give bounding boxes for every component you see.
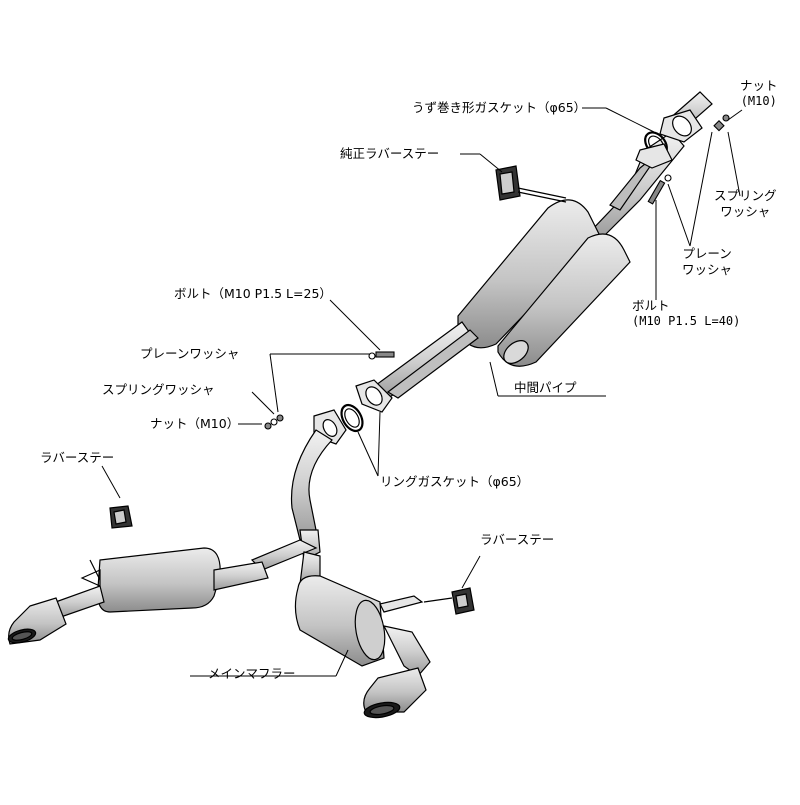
label-center-pipe: 中間パイプ: [514, 380, 577, 395]
leader-lines: [101, 107, 743, 677]
oem-rubber-stay: [495, 165, 567, 203]
right-muffler: [294, 575, 431, 719]
label-bolt-right: ボルト (M10 P1.5 L=40): [632, 298, 740, 329]
label-rubber-stay-right: ラバーステー: [480, 532, 555, 547]
label-plain-washer-right: プレーン ワッシャ: [682, 246, 732, 277]
label-bolt-right-line1: ボルト: [632, 298, 670, 313]
label-nut-top-line1: ナット: [740, 78, 778, 93]
label-main-muffler: メインマフラー: [208, 666, 296, 681]
label-spring-washer-right-line1: スプリング: [714, 188, 777, 203]
ring-gasket: [340, 403, 364, 433]
fasteners-right: [647, 114, 730, 205]
label-plain-washer-left: プレーンワッシャ: [140, 346, 240, 361]
rubber-stay-left: [109, 505, 133, 529]
rubber-stay-right: [423, 587, 475, 615]
left-muffler: [7, 547, 269, 645]
label-bolt-right-line2: (M10 P1.5 L=40): [632, 313, 741, 328]
top-flange: [635, 109, 703, 169]
label-rubber-stay-left: ラバーステー: [40, 450, 115, 465]
label-spring-washer-right: スプリング ワッシャ: [714, 188, 777, 219]
label-ring-gasket: リングガスケット（φ65）: [380, 474, 530, 489]
label-nut-left: ナット（M10）: [150, 416, 240, 431]
label-plain-washer-right-line1: プレーン: [682, 246, 732, 261]
label-spring-washer-left: スプリングワッシャ: [102, 382, 215, 397]
center-pipe: [371, 91, 713, 401]
front-pipe: [250, 429, 333, 585]
label-nut-top: ナット (M10): [740, 78, 778, 109]
label-bolt-left: ボルト（M10 P1.5 L=25）: [174, 286, 332, 301]
label-spiral-gasket: うず巻き形ガスケット（φ65）: [412, 100, 587, 115]
label-nut-top-line2: (M10): [740, 93, 777, 108]
center-pipe-flange: [355, 379, 393, 413]
label-plain-washer-right-line2: ワッシャ: [682, 261, 733, 277]
label-oem-rubber-stay: 純正ラバーステー: [340, 146, 440, 161]
label-spring-washer-right-line2: ワッシャ: [720, 203, 771, 219]
fasteners-left: [264, 351, 395, 430]
